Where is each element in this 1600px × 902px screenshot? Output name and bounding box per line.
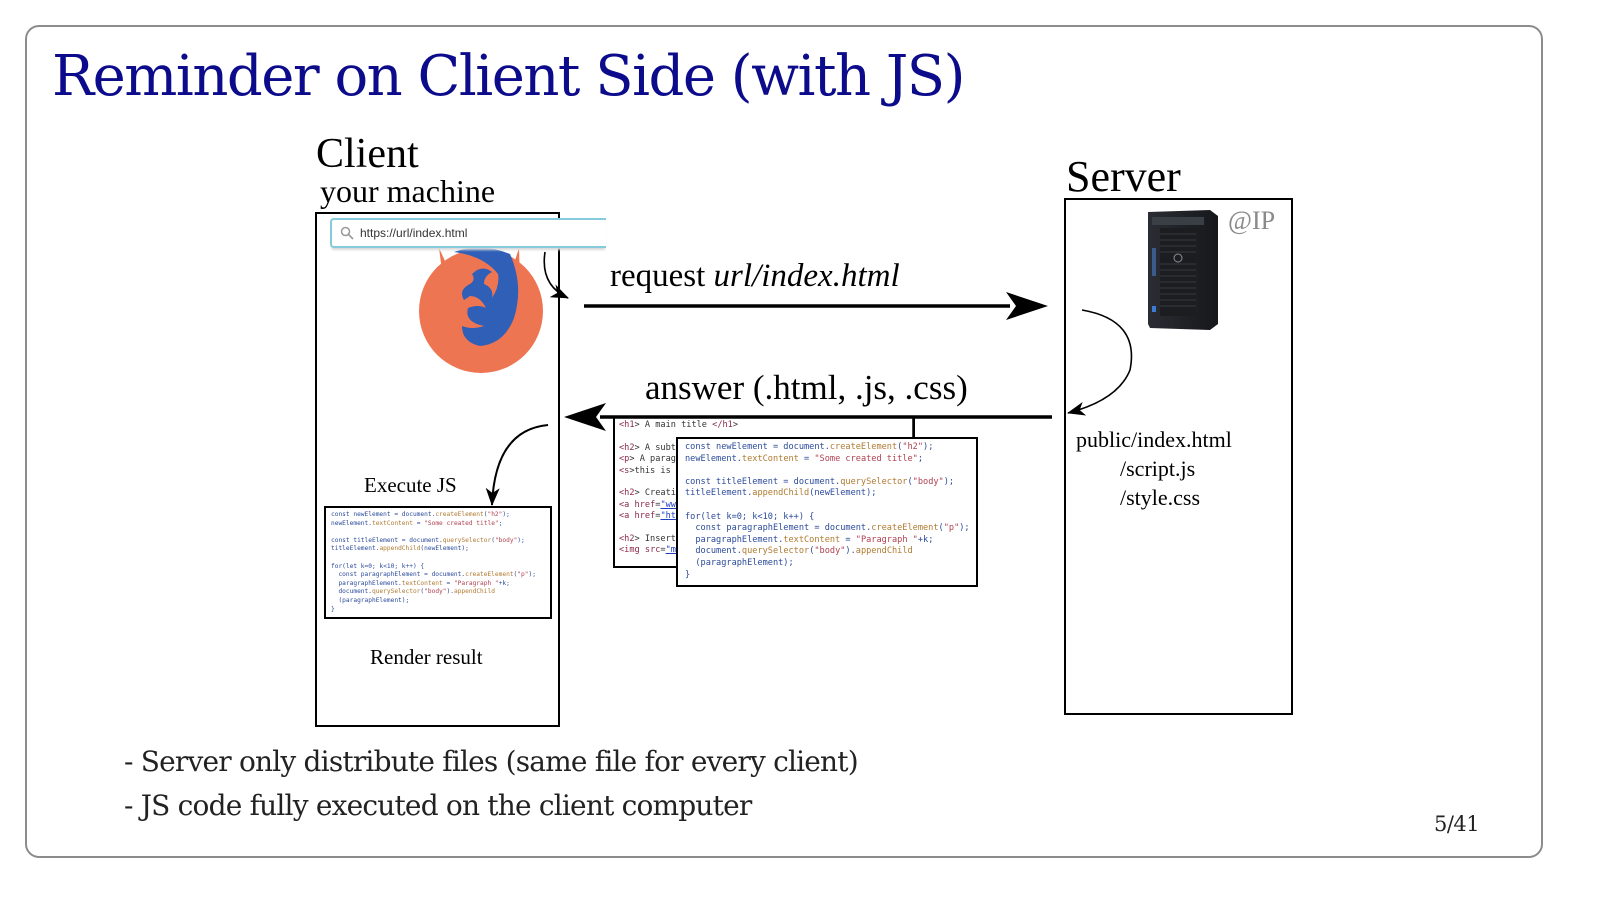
executed-js-code: const newElement = document.createElemen… <box>324 506 552 619</box>
url-bar-input[interactable]: https://url/index.html <box>330 218 606 248</box>
render-result-label: Render result <box>370 645 483 669</box>
code-line <box>685 500 969 512</box>
server-file: public/index.html <box>1076 427 1232 452</box>
url-text: https://url/index.html <box>360 226 468 240</box>
ip-address-label: @IP <box>1228 206 1276 235</box>
code-line: <s>this is <box>619 465 676 476</box>
request-url: url/index.html <box>713 258 900 294</box>
js-file-snippet: const newElement = document.createElemen… <box>676 437 978 587</box>
slide-title: Reminder on Client Side (with JS) <box>52 44 966 109</box>
client-subtitle: your machine <box>320 173 496 209</box>
code-line: (paragraphElement); <box>331 596 410 604</box>
code-line: newElement.textContent = "Some created t… <box>685 453 924 464</box>
code-line: <h2> A subt <box>619 442 676 453</box>
code-line: document.querySelector("body").appendChi… <box>331 588 495 596</box>
bullet-item: - JS code fully executed on the client c… <box>124 789 752 822</box>
code-line: titleElement.appendChild(newElement); <box>685 488 877 499</box>
code-line: <p> A parag <box>619 454 676 465</box>
request-label: request url/index.html <box>610 258 900 295</box>
client-title: Client <box>316 131 419 177</box>
server-files-list: public/index.html /script.js /style.css <box>1076 425 1232 512</box>
code-line: document.querySelector("body").appendChi… <box>685 546 913 557</box>
code-line <box>331 528 545 537</box>
server-tower-icon <box>1148 210 1218 330</box>
firefox-logo-icon <box>419 247 543 373</box>
bullet-item: - Server only distribute files (same fil… <box>124 745 859 778</box>
code-line: <h1> A main title </h1> <box>619 420 739 430</box>
server-file: /style.css <box>1076 485 1201 510</box>
answer-label: answer (.html, .js, .css) <box>645 368 968 407</box>
code-line: titleElement.appendChild(newElement); <box>331 545 469 553</box>
code-line: for(let k=0; k<10; k++) { <box>685 511 815 522</box>
code-line: <a href="ht <box>619 511 676 522</box>
page-number: 5/41 <box>1434 812 1480 836</box>
server-title: Server <box>1066 152 1181 201</box>
code-line: const newElement = document.createElemen… <box>331 511 510 518</box>
code-line: for(let k=0; k<10; k++) { <box>331 562 425 570</box>
code-line: } <box>331 605 335 613</box>
code-line: const paragraphElement = document.create… <box>685 523 970 534</box>
server-box <box>1064 198 1293 715</box>
code-line: <h2> Creati <box>619 488 676 499</box>
code-line: <img src="m <box>619 545 676 556</box>
code-line: newElement.textContent = "Some created t… <box>331 519 503 527</box>
code-line: } <box>685 569 691 580</box>
code-line: paragraphElement.textContent = "Paragrap… <box>331 579 510 587</box>
server-file: /script.js <box>1076 456 1196 481</box>
bullet-list: - Server only distribute files (same fil… <box>124 740 859 828</box>
client-machine-box <box>315 212 560 727</box>
code-line: <a href="ww <box>619 499 676 510</box>
code-line: const titleElement = document.querySelec… <box>331 536 525 544</box>
code-line <box>331 554 545 563</box>
search-icon <box>340 226 354 240</box>
code-line: const paragraphElement = document.create… <box>331 571 536 579</box>
code-line: paragraphElement.textContent = "Paragrap… <box>685 534 934 545</box>
code-line: const titleElement = document.querySelec… <box>685 476 955 487</box>
code-line <box>685 465 969 477</box>
code-line: <h2> Insert <box>619 534 676 545</box>
code-line: (paragraphElement); <box>685 557 794 568</box>
request-prefix: request <box>610 258 714 294</box>
code-line: const newElement = document.createElemen… <box>685 442 934 452</box>
execute-js-label: Execute JS <box>364 473 457 497</box>
